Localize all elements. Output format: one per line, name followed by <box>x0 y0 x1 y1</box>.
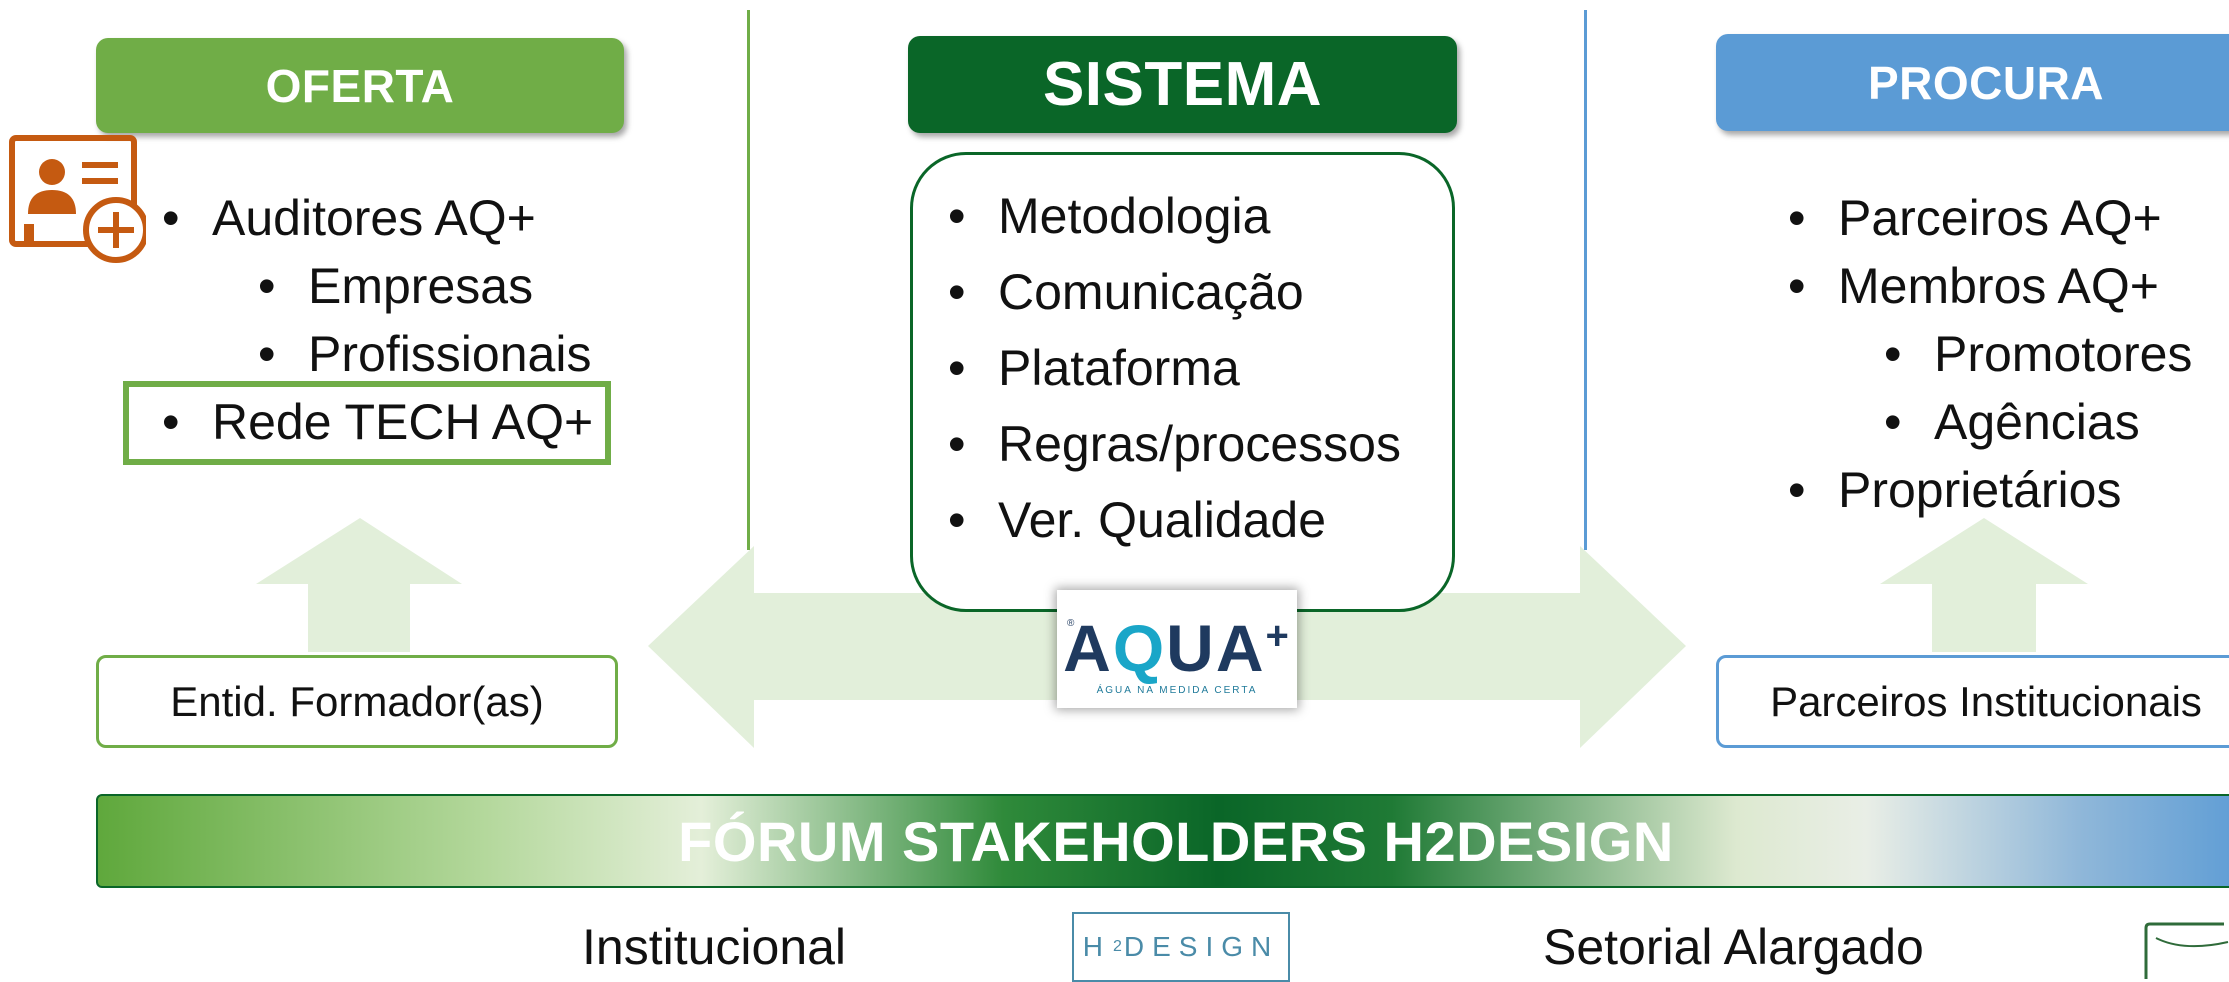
add-user-card-icon <box>9 135 146 263</box>
sistema-item: Ver. Qualidade <box>948 482 1401 558</box>
forum-banner: FÓRUM STAKEHOLDERS H2DESIGN <box>96 794 2229 888</box>
aqua-plus-logo: ® AQUA+ ÁGUA NA MEDIDA CERTA <box>1057 590 1297 708</box>
oferta-header: OFERTA <box>96 38 624 133</box>
divider-right <box>1584 10 1587 550</box>
sistema-item: Plataforma <box>948 330 1401 406</box>
procura-item: Membros AQ+ <box>1788 252 2192 320</box>
footer-institucional: Institucional <box>582 919 847 975</box>
up-arrow-procura <box>1880 518 2088 652</box>
procura-subitem: Agências <box>1884 388 2192 456</box>
entid-formadoras-box: Entid. Formador(as) <box>96 655 618 748</box>
sistema-item: Metodologia <box>948 178 1401 254</box>
oferta-item: Auditores AQ+ <box>162 184 593 252</box>
oferta-item: Rede TECH AQ+ <box>162 388 593 456</box>
procura-header: PROCURA <box>1716 34 2229 131</box>
divider-left <box>747 10 750 550</box>
procura-list: Parceiros AQ+ Membros AQ+ Promotores Agê… <box>1788 184 2192 524</box>
oferta-list: Auditores AQ+ Empresas Profissionais Red… <box>162 184 593 456</box>
sistema-item: Regras/processos <box>948 406 1401 482</box>
aqua-logo-text: AQUA+ <box>1063 610 1291 685</box>
parceiros-institucionais-box: Parceiros Institucionais <box>1716 655 2229 748</box>
up-arrow-oferta <box>256 518 462 652</box>
sistema-list: Metodologia Comunicação Plataforma Regra… <box>948 178 1401 558</box>
sistema-header: SISTEMA <box>908 36 1457 133</box>
sistema-item: Comunicação <box>948 254 1401 330</box>
oferta-subitem: Empresas <box>258 252 593 320</box>
footer-setorial-alargado: Setorial Alargado <box>1543 919 1924 975</box>
registered-mark: ® <box>1067 618 1075 629</box>
forum-title: FÓRUM STAKEHOLDERS H2DESIGN <box>678 809 1674 873</box>
procura-subitem: Promotores <box>1884 320 2192 388</box>
oferta-subitem: Profissionais <box>258 320 593 388</box>
procura-item: Parceiros AQ+ <box>1788 184 2192 252</box>
procura-item: Proprietários <box>1788 456 2192 524</box>
document-icon <box>2144 922 2229 979</box>
aqua-tagline: ÁGUA NA MEDIDA CERTA <box>1096 684 1258 696</box>
